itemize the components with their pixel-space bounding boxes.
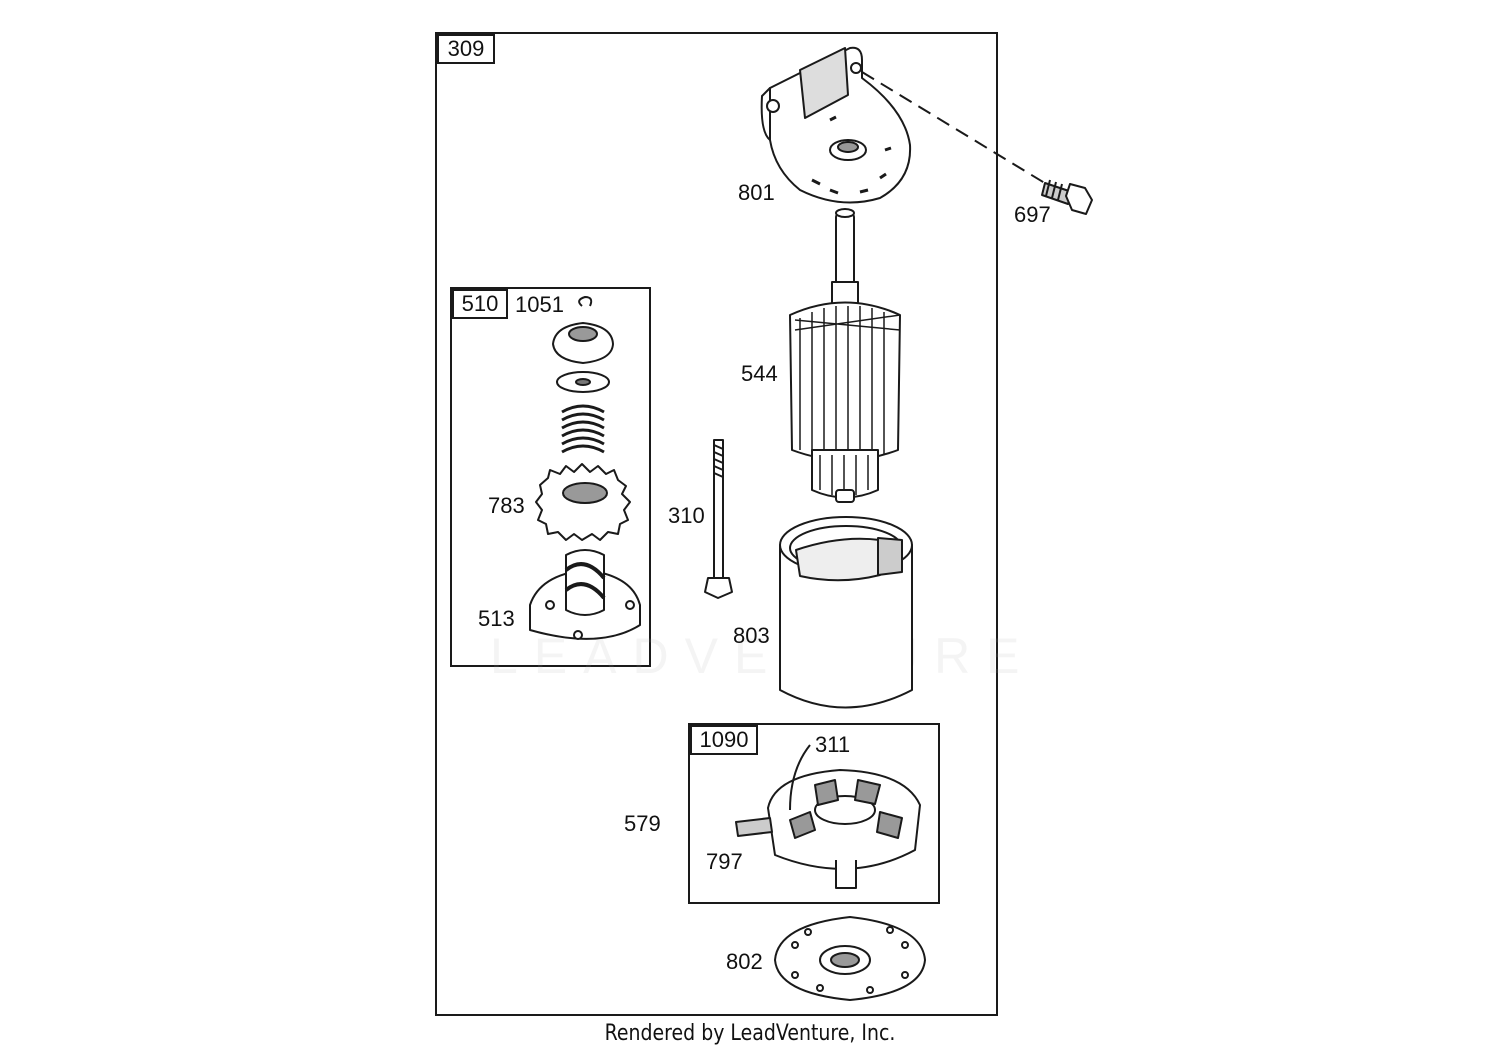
washer-part (556, 371, 610, 393)
housing-part (779, 516, 913, 709)
stop-collar-part (552, 322, 614, 364)
assembly-frame-drive-kit (450, 287, 651, 667)
callout-797: 797 (706, 849, 743, 874)
drive-kit-ref-tag: 510 (452, 289, 508, 319)
callout-801: 801 (738, 180, 775, 205)
callout-544: 544 (741, 361, 778, 386)
callout-311: 311 (815, 732, 851, 757)
bracket-part (760, 46, 1049, 204)
brush-kit-ref-tag: 1090 (690, 725, 758, 755)
callout-783: 783 (488, 493, 525, 518)
retainer-clip-part (578, 296, 593, 307)
through-bolt-part (704, 439, 733, 599)
assembly-frame-brush-kit (688, 723, 940, 904)
screw-part (1041, 179, 1093, 215)
callout-803: 803 (733, 623, 770, 648)
spring-part (561, 404, 605, 454)
callout-513: 513 (478, 606, 515, 631)
callout-802: 802 (726, 949, 763, 974)
callout-310: 310 (668, 503, 705, 528)
callout-579: 579 (624, 811, 661, 836)
helix-drive-part (529, 549, 641, 640)
callout-1051: 1051 (515, 292, 564, 317)
armature-part (789, 208, 901, 503)
assembly-frame-main (435, 32, 998, 1016)
footer-credit: Rendered by LeadVenture, Inc. (604, 1021, 896, 1046)
end-cap-part (774, 916, 926, 1001)
pinion-gear-part (535, 463, 631, 541)
callout-697: 697 (1014, 202, 1051, 227)
brush-holder-part (735, 744, 921, 889)
assembly-ref-tag: 309 (437, 34, 495, 64)
